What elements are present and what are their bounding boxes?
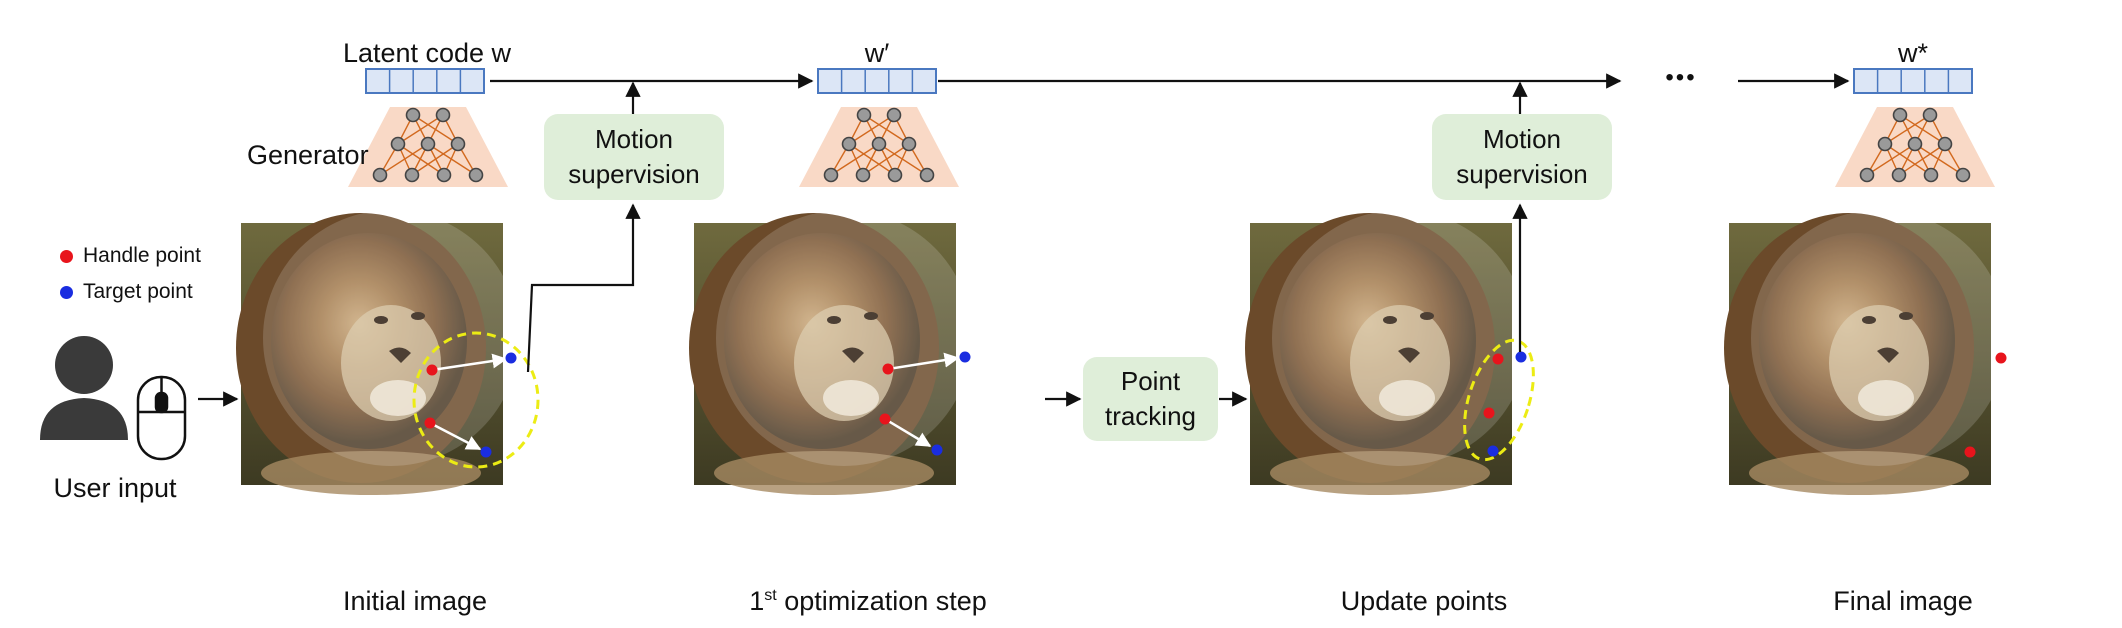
caption-step-text: optimization step xyxy=(776,586,987,616)
flow-arrows xyxy=(198,73,1850,407)
box-line: Motion xyxy=(1482,123,1562,154)
update-points-image xyxy=(1245,210,1528,495)
caption-optimization-step: 1st optimization step xyxy=(749,588,987,615)
legend-handle-label: Handle point xyxy=(83,244,201,267)
mouse-icon xyxy=(136,375,187,461)
point-tracking-box: Point tracking xyxy=(1083,357,1218,441)
final-image-points xyxy=(1964,352,2007,458)
motion-supervision-box: Motion supervision xyxy=(1432,114,1612,200)
caption-step-number: 1 xyxy=(749,586,765,616)
latent-code-w-star-label: w* xyxy=(1897,38,1929,68)
generator-network-icon xyxy=(798,106,960,188)
latent-code-w-label: Latent code w xyxy=(342,38,512,68)
box-line: tracking xyxy=(1104,401,1197,431)
latent-code-w-star-bar xyxy=(1853,68,1973,94)
initial-image-annotations xyxy=(412,331,540,469)
generator-label: Generator xyxy=(247,140,369,170)
box-line: Motion xyxy=(594,123,674,154)
step-image-annotations xyxy=(879,351,971,456)
generator-network-icon xyxy=(347,106,509,188)
latent-code-w-prime-label: w′ xyxy=(864,38,890,68)
legend-target-point: Target point xyxy=(60,280,193,304)
caption-step-superscript: st xyxy=(764,587,777,604)
caption-update-points: Update points xyxy=(1340,586,1508,616)
caption-initial-image: Initial image xyxy=(342,586,488,616)
initial-image xyxy=(236,210,519,495)
motion-supervision-box: Motion supervision xyxy=(544,114,724,200)
latent-code-w-prime-bar xyxy=(817,68,937,94)
handle-point-dot xyxy=(60,249,73,263)
optimization-step-image xyxy=(689,210,972,495)
generator-network-icon xyxy=(1834,106,1996,188)
legend-handle-point: Handle point xyxy=(60,244,201,268)
caption-final-image: Final image xyxy=(1833,586,1973,616)
ellipsis: ••• xyxy=(1665,64,1697,91)
box-line: supervision xyxy=(1456,159,1588,189)
legend-target-label: Target point xyxy=(83,280,193,303)
box-line: Point xyxy=(1120,365,1181,396)
update-image-annotations xyxy=(1463,338,1535,462)
target-point-dot xyxy=(60,285,73,299)
user-input-label: User input xyxy=(53,473,177,503)
user-icon xyxy=(40,336,128,440)
box-line: supervision xyxy=(568,159,700,189)
latent-code-w-bar xyxy=(365,68,485,94)
